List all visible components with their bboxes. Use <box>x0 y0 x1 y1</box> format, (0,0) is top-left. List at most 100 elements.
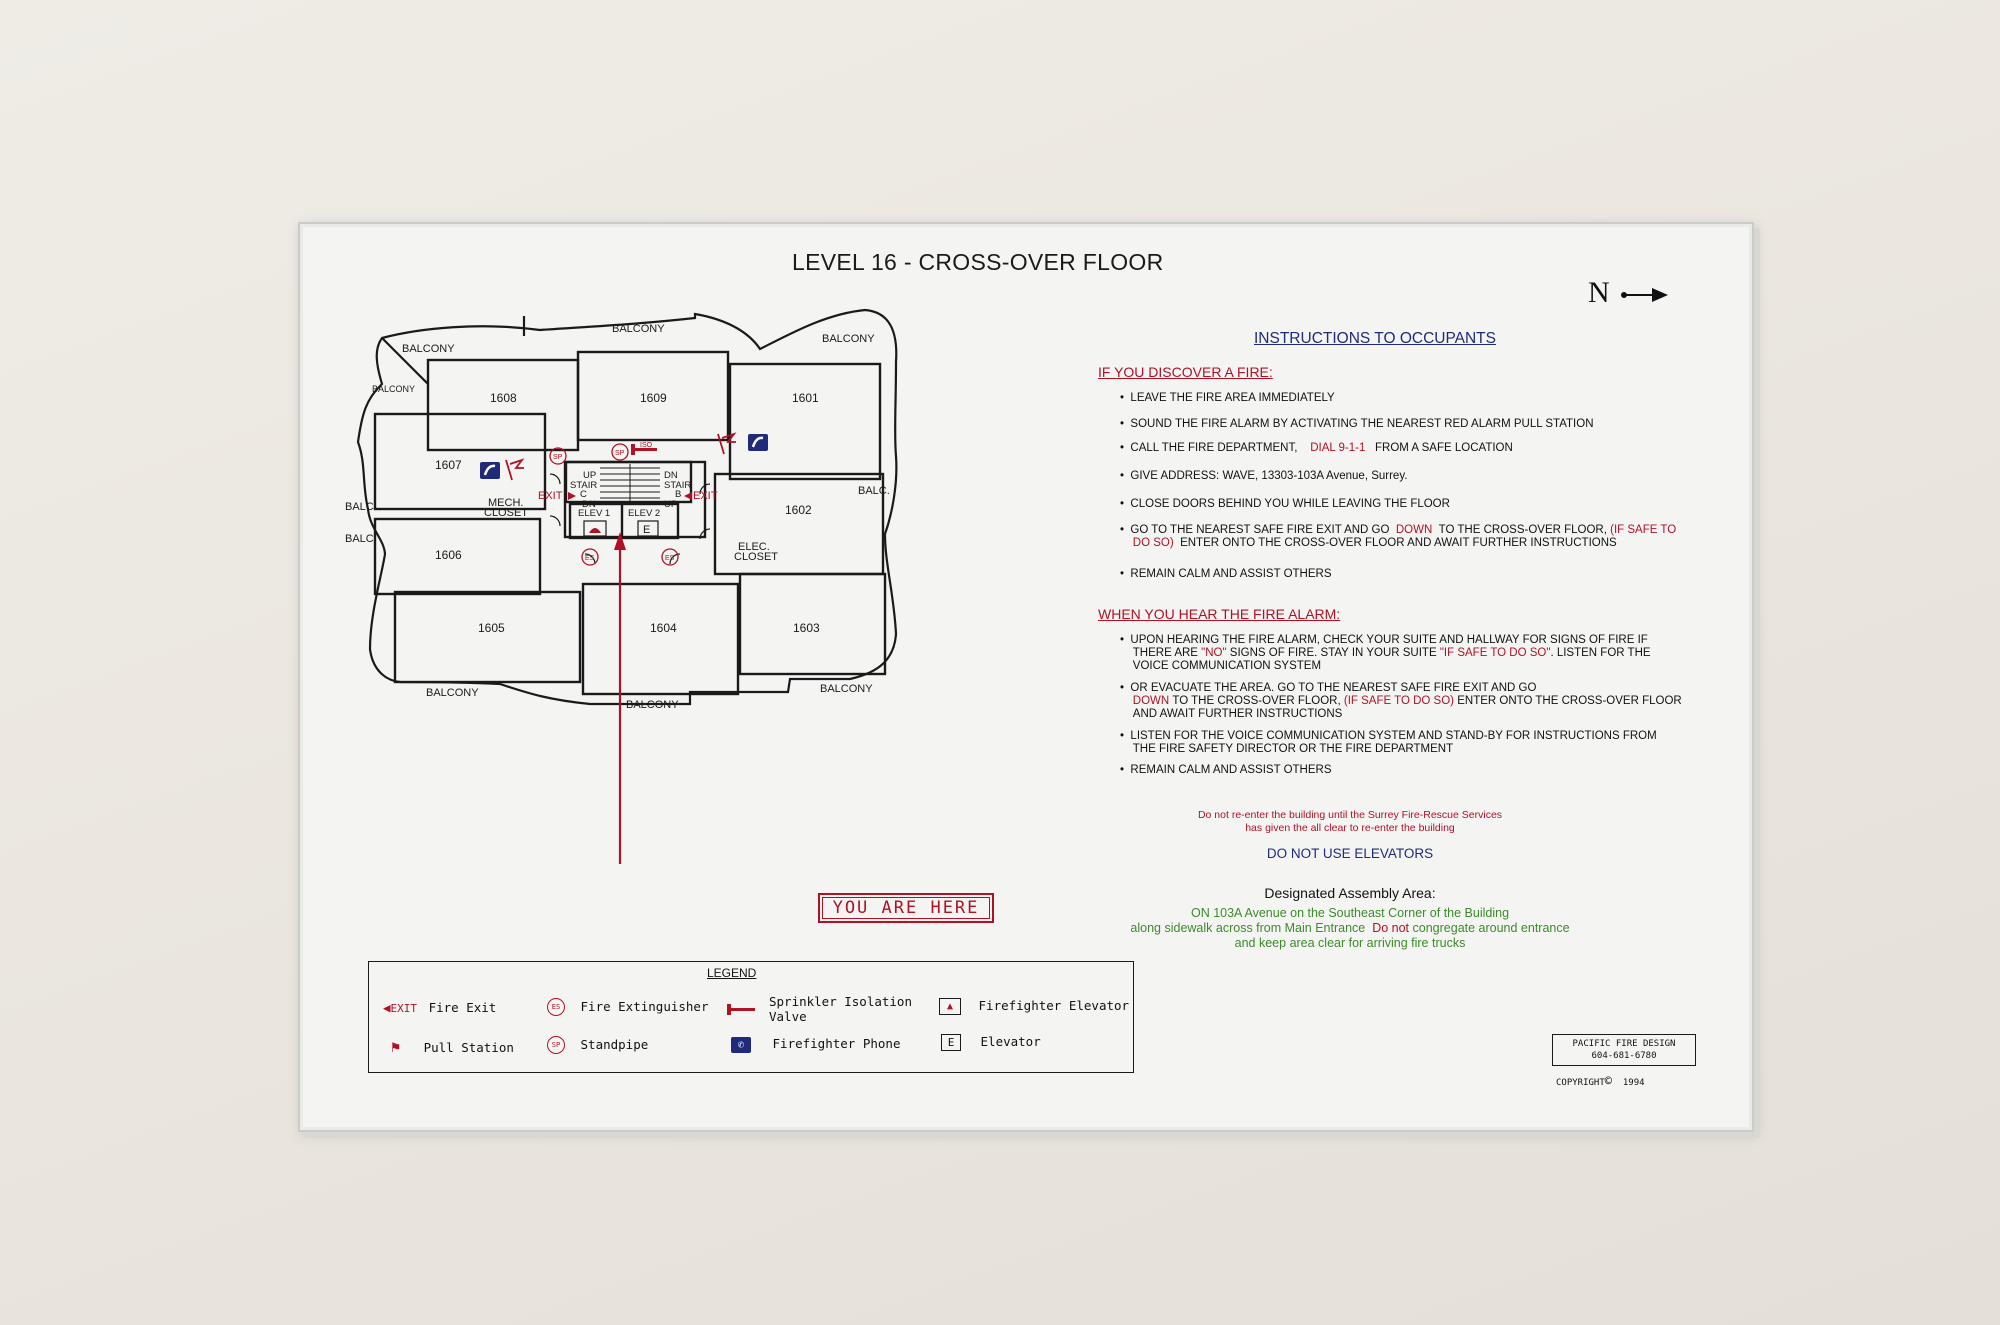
standpipe-icon <box>549 447 567 465</box>
unit-1605 <box>393 590 582 684</box>
unit-1604 <box>581 582 740 696</box>
hear-item: • REMAIN CALM AND ASSIST OTHERS <box>1120 764 1332 776</box>
standpipe-icon <box>611 443 629 461</box>
credit-box: PACIFIC FIRE DESIGN 604-681-6780 <box>1552 1034 1696 1066</box>
compass: N <box>1588 276 1678 310</box>
room-1602: 1602 <box>785 503 812 517</box>
discover-item: • SOUND THE FIRE ALARM BY ACTIVATING THE… <box>1120 418 1594 430</box>
pull-station-icon <box>505 458 525 481</box>
hear-item: • LISTEN FOR THE VOICE COMMUNICATION SYS… <box>1120 730 1657 755</box>
sprinkler-valve-icon <box>631 444 657 455</box>
hear-item: • OR EVACUATE THE AREA. GO TO THE NEARES… <box>1120 682 1682 720</box>
north-arrow-icon <box>1621 288 1668 302</box>
you-are-here-box: YOU ARE HERE <box>818 893 994 923</box>
copyright: COPYRIGHT© 1994 <box>1556 1074 1645 1088</box>
compass-letter: N <box>1588 276 1610 309</box>
svg-text:SP: SP <box>553 454 563 461</box>
room-1601: 1601 <box>792 391 819 405</box>
credit-phone: 604-681-6780 <box>1591 1051 1657 1061</box>
room-1607: 1607 <box>435 458 462 472</box>
svg-text:ISO: ISO <box>640 442 653 449</box>
floor-plan: 1608 1609 1601 1607 1602 1606 1605 1604 … <box>345 308 898 864</box>
stair-c-label: DN <box>582 499 596 510</box>
sprinkler-valve-icon <box>727 1002 757 1016</box>
elev-1-label: ELEV 1 <box>578 508 610 519</box>
stair-b-label: B <box>675 489 681 500</box>
fire-plan-sign: LEVEL 16 - CROSS-OVER FLOOR N <box>298 222 1754 1132</box>
legend-elevator: Elevator <box>980 1034 1041 1049</box>
room-1604: 1604 <box>650 621 677 635</box>
unit-1606 <box>373 517 542 596</box>
assembly-title: Designated Assembly Area: <box>1264 885 1436 901</box>
room-1608: 1608 <box>490 391 517 405</box>
balcony-outline <box>356 308 898 706</box>
firefighter-phone-icon <box>480 462 500 479</box>
standpipe-icon: SP <box>547 1036 565 1054</box>
discover-item: • CLOSE DOORS BEHIND YOU WHILE LEAVING T… <box>1120 498 1450 510</box>
legend-title: LEGEND <box>707 966 757 980</box>
stair-c-label: UP <box>583 470 596 481</box>
exit-sign-east: EXIT <box>693 490 718 502</box>
legend-firefighter-elevator: Firefighter Elevator <box>978 998 1130 1013</box>
assembly-details: ON 103A Avenue on the Southeast Corner o… <box>1130 906 1570 950</box>
firefighter-phone-icon <box>748 434 768 451</box>
balcony-label: BALCONY <box>426 687 479 699</box>
firefighter-elevator-icon: ▲ <box>939 998 961 1015</box>
room-1609: 1609 <box>640 391 667 405</box>
svg-text:SP: SP <box>615 450 625 457</box>
mech-closet-label: CLOSET <box>484 507 528 519</box>
discover-item: • CALL THE FIRE DEPARTMENT, DIAL 9-1-1 F… <box>1120 442 1513 454</box>
exit-sign-west: EXIT <box>538 490 563 502</box>
balcony-label: BALCONY <box>820 683 873 695</box>
elevator-icon <box>637 520 659 537</box>
you-are-here-label: YOU ARE HERE <box>832 898 980 918</box>
discover-item: • LEAVE THE FIRE AREA IMMEDIATELY <box>1120 392 1335 404</box>
hear-item: • UPON HEARING THE FIRE ALARM, CHECK YOU… <box>1120 634 1651 672</box>
stair-b-label: UP <box>664 499 677 510</box>
unit-1608 <box>426 358 580 452</box>
stair-block <box>564 460 693 504</box>
discover-item: • GO TO THE NEAREST SAFE FIRE EXIT AND G… <box>1120 524 1677 549</box>
balc-label: BALC. <box>345 501 377 513</box>
extinguisher-icon <box>661 548 679 566</box>
balcony-label: BALCONY <box>372 384 415 394</box>
balcony-label: BALCONY <box>612 323 665 335</box>
balcony-label: BALCONY <box>626 699 679 711</box>
stair-c-label: STAIR <box>570 480 597 491</box>
room-1603: 1603 <box>793 621 820 635</box>
elevator-letter: E <box>643 524 650 536</box>
legend-firefighter-phone: Firefighter Phone <box>772 1036 901 1051</box>
discover-heading: IF YOU DISCOVER A FIRE: <box>1098 364 1273 380</box>
sign-title: LEVEL 16 - CROSS-OVER FLOOR <box>792 249 1164 275</box>
unit-1601 <box>728 362 882 481</box>
stair-b-label: STAIR <box>664 480 691 491</box>
elev-2-label: ELEV 2 <box>628 508 660 519</box>
elevator-icon: E <box>941 1034 961 1051</box>
balcony-label: BALCONY <box>822 333 875 345</box>
balc-label: BALC. <box>345 533 377 545</box>
unit-1609 <box>576 350 730 442</box>
pull-station-icon <box>717 432 737 455</box>
elevator-block <box>568 502 680 540</box>
unit-1607 <box>373 412 547 511</box>
credit-company: PACIFIC FIRE DESIGN <box>1572 1039 1676 1049</box>
legend-standpipe: Standpipe <box>580 1036 649 1052</box>
discover-item: • REMAIN CALM AND ASSIST OTHERS <box>1120 568 1332 580</box>
svg-text:ES: ES <box>665 555 675 562</box>
mech-closet-label: MECH. <box>488 497 523 509</box>
legend-pull-station: Pull Station <box>423 1040 514 1055</box>
extinguisher-icon <box>581 548 599 566</box>
legend-fire-exit: Fire Exit <box>428 1000 497 1015</box>
firefighter-elevator-icon <box>583 520 607 537</box>
extinguisher-icon: ES <box>547 998 565 1016</box>
balc-label: BALC. <box>858 485 890 497</box>
elec-closet-label: ELEC. <box>738 541 770 553</box>
room-1605: 1605 <box>478 621 505 635</box>
legend-exit-mark: EXIT <box>390 1002 418 1015</box>
balcony-label: BALCONY <box>402 343 455 355</box>
instructions-heading: INSTRUCTIONS TO OCCUPANTS <box>1254 330 1496 347</box>
pull-station-icon: ⚑ <box>391 1038 401 1056</box>
stair-b-label: DN <box>664 470 678 481</box>
elec-closet-label: CLOSET <box>734 551 778 563</box>
exit-arrow-icon <box>684 492 692 500</box>
